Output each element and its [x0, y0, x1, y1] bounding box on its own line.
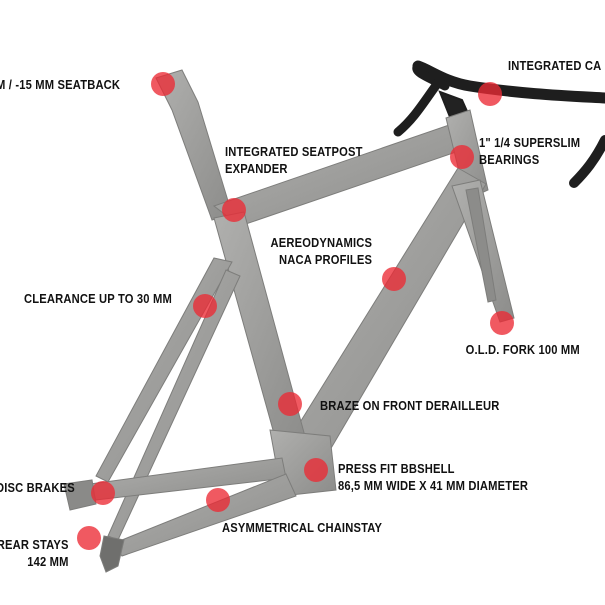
marker-chainstay [206, 488, 230, 512]
label-derailleur: BRAZE ON FRONT DERAILLEUR [320, 397, 499, 414]
label-fork: O.L.D. FORK 100 mm [466, 341, 580, 358]
callout-markers [77, 72, 514, 550]
marker-fork [490, 311, 514, 335]
marker-seatpost [222, 198, 246, 222]
label-seatpost: INTEGRATED SEATPOST EXPANDER [225, 143, 363, 177]
label-bbshell-line: 86,5 mm WIDE X 41 mm DIAMETER [338, 478, 529, 493]
label-aero-line: NACA PROFILES [278, 252, 372, 267]
label-clearance: CLEARANCE UP TO 30 mm [24, 290, 172, 307]
marker-seatback [151, 72, 175, 96]
marker-rearstays [77, 526, 101, 550]
label-fork-line: O.L.D. FORK 100 mm [465, 342, 580, 357]
label-bbshell: PRESS FIT BBSHELL 86,5 mm WIDE X 41 mm DI… [338, 460, 528, 494]
label-seatpost-line: EXPANDER [225, 161, 288, 176]
label-seatpost-line: INTEGRATED SEATPOST [225, 144, 363, 159]
label-bearings: 1" 1/4 SUPERSLIM BEARINGS [479, 134, 580, 168]
label-derailleur-line: BRAZE ON FRONT DERAILLEUR [320, 398, 500, 413]
marker-cables [478, 82, 502, 106]
label-rearstays: REAR STAYS 142 mm [0, 536, 69, 570]
label-clearance-line: CLEARANCE UP TO 30 mm [24, 291, 172, 306]
label-cables-line: INTEGRATED CA [508, 58, 602, 73]
label-seatback-line: m / -15 mm SEATBACK [0, 77, 121, 92]
label-disc-line: DISC BRAKES [0, 480, 75, 495]
label-bearings-line: BEARINGS [479, 152, 540, 167]
label-rearstays-line: REAR STAYS [0, 537, 69, 552]
marker-clearance [193, 294, 217, 318]
marker-bearings [450, 145, 474, 169]
label-rearstays-line: 142 mm [27, 554, 69, 569]
marker-derailleur [278, 392, 302, 416]
label-bbshell-line: PRESS FIT BBSHELL [338, 461, 455, 476]
marker-disc [91, 481, 115, 505]
label-chainstay-line: ASYMMETRICAL CHAINSTAY [222, 520, 383, 535]
label-aero: AEREODYNAMICS NACA PROFILES [270, 234, 372, 268]
label-seatback: m / -15 mm SEATBACK [0, 76, 120, 93]
label-chainstay: ASYMMETRICAL CHAINSTAY [222, 519, 382, 536]
marker-bbshell [304, 458, 328, 482]
label-cables: INTEGRATED CA [508, 57, 601, 74]
marker-aero [382, 267, 406, 291]
rear-dropout [99, 535, 125, 573]
label-disc: DISC BRAKES [0, 479, 75, 496]
label-aero-line: AEREODYNAMICS [270, 235, 372, 250]
label-bearings-line: 1" 1/4 SUPERSLIM [479, 135, 581, 150]
